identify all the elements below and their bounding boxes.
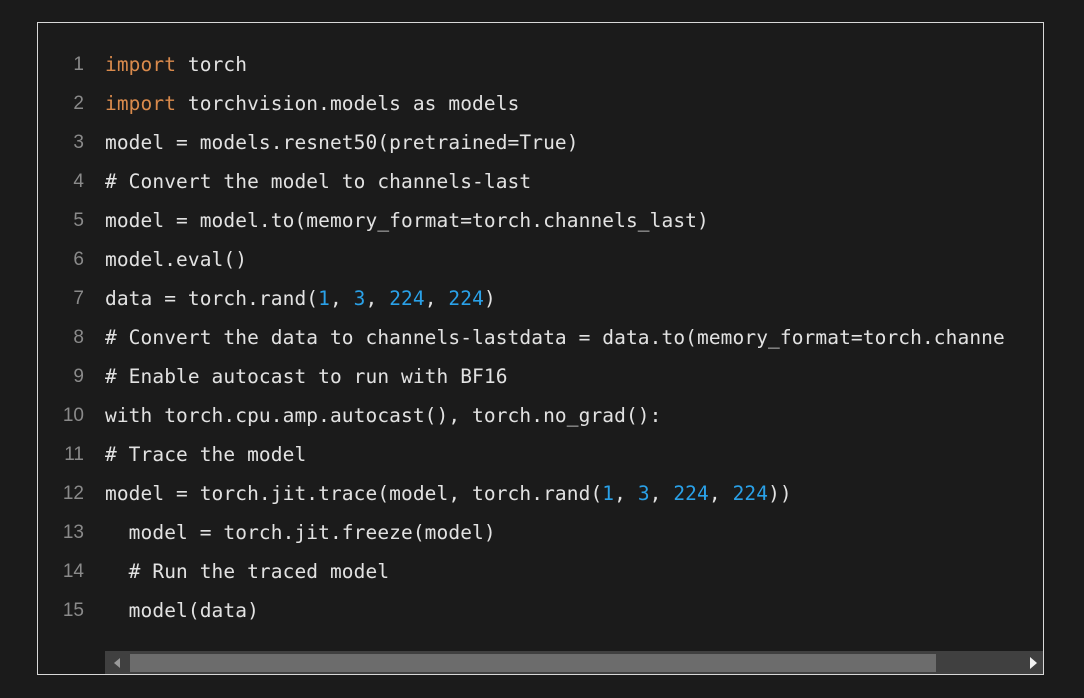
code-token: , bbox=[708, 482, 733, 505]
code-lines: 1 import torch 2 import torchvision.models … bbox=[38, 45, 1043, 630]
code-token: )) bbox=[768, 482, 792, 505]
line-number: 1 bbox=[73, 54, 84, 75]
code-token: , bbox=[424, 287, 449, 310]
keyword-token: import bbox=[105, 92, 177, 115]
scroll-left-arrow-icon[interactable] bbox=[105, 651, 129, 674]
code-token: # Convert the model to channels-last bbox=[105, 170, 532, 193]
code-line: 10 with torch.cpu.amp.autocast(), torch.n… bbox=[38, 396, 1043, 435]
line-number: 11 bbox=[64, 444, 84, 465]
line-number: 7 bbox=[73, 288, 84, 309]
code-token: torchvision.models as models bbox=[176, 92, 520, 115]
code-token: model = torch.jit.freeze(model) bbox=[105, 521, 496, 544]
code-text: model = torch.jit.freeze(model) bbox=[105, 513, 496, 552]
code-line: 13 model = torch.jit.freeze(model) bbox=[38, 513, 1043, 552]
code-line: 1 import torch bbox=[38, 45, 1043, 84]
line-number: 12 bbox=[62, 483, 84, 504]
number-token: 224 bbox=[673, 482, 709, 505]
line-number: 9 bbox=[73, 366, 84, 387]
line-number: 3 bbox=[73, 132, 84, 153]
code-block: 1 import torch 2 import torchvision.models … bbox=[37, 22, 1044, 675]
code-line: 2 import torchvision.models as models bbox=[38, 84, 1043, 123]
number-token: 224 bbox=[732, 482, 769, 505]
line-number: 10 bbox=[62, 405, 84, 426]
code-token: model = torch.jit.trace(model, torch.ran… bbox=[105, 482, 603, 505]
code-line: 15 model(data) bbox=[38, 591, 1043, 630]
line-number: 5 bbox=[73, 210, 84, 231]
code-token: model = models.resnet50(pretrained=True) bbox=[105, 131, 579, 154]
code-text: # Run the traced model bbox=[105, 552, 389, 591]
code-text: model = torch.jit.trace(model, torch.ran… bbox=[105, 474, 792, 513]
code-line: 9 # Enable autocast to run with BF16 bbox=[38, 357, 1043, 396]
number-token: 1 bbox=[318, 287, 330, 310]
line-number: 13 bbox=[62, 522, 84, 543]
line-number: 15 bbox=[62, 600, 84, 621]
code-line: 5 model = model.to(memory_format=torch.ch… bbox=[38, 201, 1043, 240]
code-text: import torchvision.models as models bbox=[105, 84, 519, 123]
code-line: 12 model = torch.jit.trace(model, torch.r… bbox=[38, 474, 1043, 513]
code-token: , bbox=[614, 482, 638, 505]
line-number: 4 bbox=[73, 171, 84, 192]
code-text: model.eval() bbox=[105, 240, 247, 279]
line-number: 2 bbox=[73, 93, 84, 114]
code-token: with torch.cpu.amp.autocast(), torch.no_… bbox=[105, 404, 662, 427]
number-token: 3 bbox=[637, 482, 650, 505]
code-token: # Trace the model bbox=[105, 443, 307, 466]
code-token: model(data) bbox=[105, 599, 259, 622]
code-line: 6 model.eval() bbox=[38, 240, 1043, 279]
code-token: # Run the traced model bbox=[105, 560, 390, 583]
code-line: 3 model = models.resnet50(pretrained=True… bbox=[38, 123, 1043, 162]
code-text: data = torch.rand(1, 3, 224, 224) bbox=[105, 279, 496, 318]
code-text: model = model.to(memory_format=torch.cha… bbox=[105, 201, 709, 240]
code-token: , bbox=[649, 482, 674, 505]
horizontal-scrollbar[interactable] bbox=[105, 651, 1043, 674]
number-token: 224 bbox=[448, 287, 484, 310]
scrollbar-thumb[interactable] bbox=[130, 654, 936, 672]
line-number: 8 bbox=[73, 327, 84, 348]
scroll-right-arrow-icon[interactable] bbox=[1021, 651, 1043, 674]
code-text: # Convert the data to channels-lastdata … bbox=[105, 318, 1005, 357]
code-line: 14 # Run the traced model bbox=[38, 552, 1043, 591]
code-text: model(data) bbox=[105, 591, 259, 630]
code-token: model.eval() bbox=[105, 248, 248, 271]
line-number: 6 bbox=[73, 249, 84, 270]
code-text: with torch.cpu.amp.autocast(), torch.no_… bbox=[105, 396, 661, 435]
code-text: # Convert the model to channels-last bbox=[105, 162, 531, 201]
code-text: import torch bbox=[105, 45, 247, 84]
code-token: , bbox=[365, 287, 390, 310]
code-token: data = torch.rand( bbox=[105, 287, 319, 310]
code-token: , bbox=[329, 287, 354, 310]
number-token: 3 bbox=[353, 287, 366, 310]
number-token: 224 bbox=[389, 287, 425, 310]
code-token: model = model.to(memory_format=torch.cha… bbox=[105, 209, 709, 232]
keyword-token: import bbox=[105, 53, 177, 76]
code-text: # Trace the model bbox=[105, 435, 306, 474]
code-token: # Enable autocast to run with BF16 bbox=[105, 365, 508, 388]
code-text: model = models.resnet50(pretrained=True) bbox=[105, 123, 579, 162]
code-line: 11 # Trace the model bbox=[38, 435, 1043, 474]
code-line: 4 # Convert the model to channels-last bbox=[38, 162, 1043, 201]
code-line: 7 data = torch.rand(1, 3, 224, 224) bbox=[38, 279, 1043, 318]
code-token: torch bbox=[176, 53, 248, 76]
line-number: 14 bbox=[62, 561, 84, 582]
code-line: 8 # Convert the data to channels-lastdata… bbox=[38, 318, 1043, 357]
code-text: # Enable autocast to run with BF16 bbox=[105, 357, 508, 396]
code-token: # Convert the data to channels-lastdata … bbox=[105, 326, 1005, 349]
number-token: 1 bbox=[602, 482, 615, 505]
code-token: ) bbox=[483, 287, 496, 310]
